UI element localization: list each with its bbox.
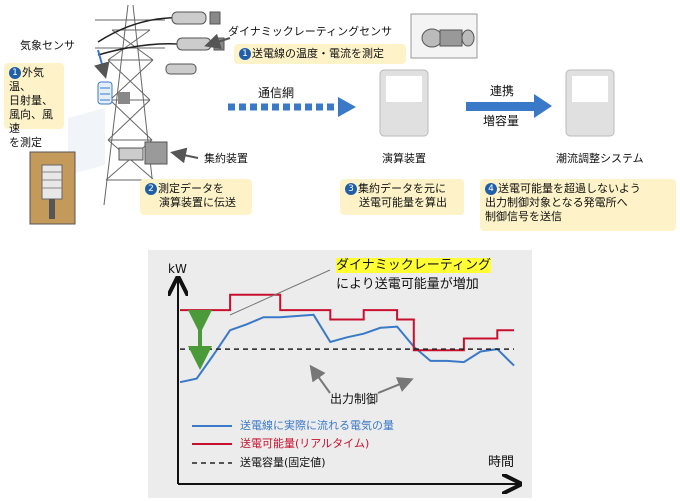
network-arrow [228,97,356,117]
flow-system-label: 潮流調整システム [556,152,644,165]
weather-sensor-label: 気象センサ [20,39,75,52]
annotation-leader-line [229,269,331,316]
x-axis-label: 時間 [488,455,515,470]
tower-device-icon [118,92,130,104]
network-label: 通信網 [258,86,295,100]
y-axis-label: kW [168,262,187,276]
control-pointer-2 [377,377,414,394]
dlr-sensor-label: ダイナミックレーティングセンサ [228,25,393,38]
step-number: 1 [9,67,21,79]
insulator-icon [165,11,225,75]
legend-label-available: 送電可能量(リアルタイム) [240,437,370,450]
step-number: 1 [239,48,251,60]
link-label: 連携 [490,84,515,98]
legend-label-actual: 送電線に実際に流れる電気の量 [240,419,394,432]
aggregator-device-icon [118,141,168,165]
weather-sensor-icon [97,81,113,105]
link-arrow [466,94,552,118]
compute-device-icon [379,69,429,137]
control-pointer-1 [309,364,331,394]
legend-label-fixed: 送電容量(固定値) [240,456,326,469]
annotation-output-control: 出力制御 [330,392,379,406]
weather-sensor-photo [29,108,105,225]
capacity-up-label: 増容量 [483,114,520,128]
annotation-dlr-increase: により送電可能量が増加 [336,277,479,292]
step-number: 2 [145,183,157,195]
step-number: 3 [345,183,357,195]
compute-label: 演算装置 [382,152,426,165]
series-line-available [180,293,514,352]
step-number: 4 [485,183,497,195]
annotation-dlr-highlight: ダイナミックレーティング [336,258,491,273]
flow-system-icon [565,69,615,137]
series-line-actual [179,313,515,384]
aggregator-label: 集約装置 [204,152,248,165]
dlr-sensor-photo [410,13,478,59]
annotation-dlr: ダイナミックレーティング [336,258,491,274]
capacity-chart [148,250,532,498]
